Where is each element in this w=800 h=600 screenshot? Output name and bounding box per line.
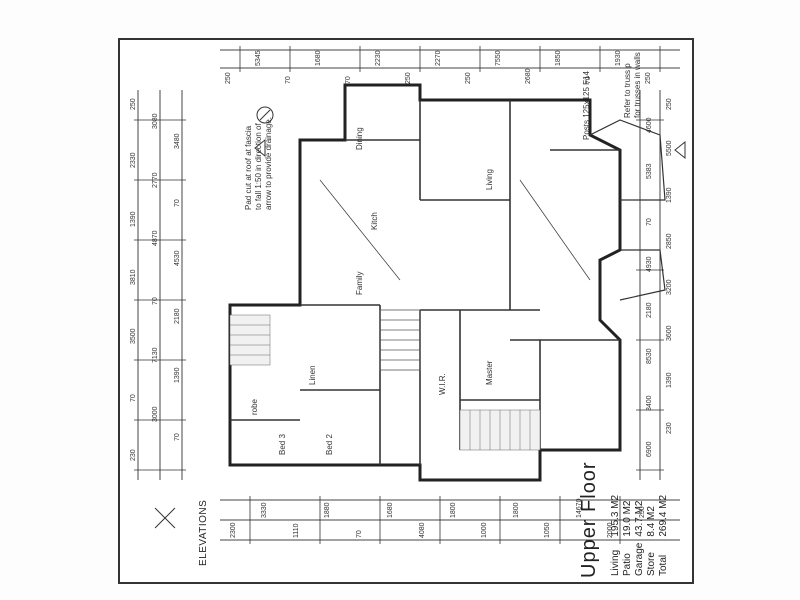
- room-dining: Dining: [355, 127, 364, 150]
- dimension-text: 5500: [666, 140, 673, 157]
- room-robe: robe: [250, 398, 259, 415]
- dimension-text: 5383: [646, 163, 653, 180]
- dimension-text: 3600: [666, 325, 673, 342]
- dimension-text: 3330: [261, 502, 269, 518]
- dimension-text: 6900: [646, 441, 653, 457]
- dimension-text: 2850: [666, 233, 673, 249]
- dimension-text: 70: [152, 296, 159, 305]
- dimension-text: 4080: [418, 522, 426, 538]
- dimension-text: 250: [645, 72, 652, 84]
- dimension-text: 2000: [607, 522, 615, 538]
- dimension-text: 2230: [375, 50, 382, 66]
- dimension-text: 1110: [292, 523, 300, 538]
- elevations-label: ELEVATIONS: [198, 499, 209, 566]
- dimension-text: 3080: [152, 113, 159, 130]
- room-master: Master: [485, 360, 494, 385]
- plan-sheet: Dining Kitch Family Living Master Bed 2 …: [118, 38, 694, 584]
- room-bed-3: Bed 3: [278, 434, 287, 455]
- dimension-text: 1880: [324, 502, 332, 518]
- north-arrow-icon: [256, 106, 274, 124]
- room-family: Family: [355, 271, 364, 295]
- dimension-text: 2680: [525, 68, 532, 84]
- dimension-text: 70: [585, 76, 592, 84]
- dimension-text: 70: [174, 199, 181, 208]
- dimension-text: 1390: [130, 211, 137, 227]
- dimension-text: 1000: [481, 522, 489, 538]
- dimension-text: 2330: [130, 152, 137, 169]
- dimension-text: 250: [638, 506, 646, 518]
- staircase: [379, 309, 421, 371]
- dimension-text: 3000: [152, 406, 159, 422]
- dimension-text: 1680: [315, 50, 322, 66]
- dimension-text: 70: [130, 394, 137, 403]
- dimension-text: 14670: [575, 498, 583, 518]
- dimension-text: 1930: [615, 50, 622, 66]
- dimension-text: 230: [666, 422, 673, 434]
- dimension-text: 70: [345, 76, 352, 84]
- dimension-text: 250: [130, 98, 137, 110]
- dimension-text: 70: [646, 217, 653, 226]
- dimension-text: 70: [174, 433, 181, 442]
- dimension-text: 1390: [666, 371, 673, 388]
- bathroom-tiles: [229, 314, 541, 451]
- living-bay-window: [589, 119, 666, 301]
- dimension-text: 1390: [666, 186, 673, 203]
- room-living: Living: [485, 169, 494, 190]
- dimension-text: 7550: [495, 50, 502, 66]
- dimension-text: 230: [130, 448, 137, 461]
- dimension-text: 2180: [174, 308, 181, 325]
- dimension-text: 250: [225, 72, 232, 84]
- dimension-text: 4870: [152, 230, 159, 247]
- room-kitchen: Kitch: [370, 212, 379, 230]
- dimension-text: 1850: [555, 50, 562, 66]
- dimension-text: 2270: [435, 50, 442, 66]
- dimension-text: 5345: [255, 50, 262, 66]
- sheet-title: Upper Floor: [578, 461, 600, 578]
- dimension-text: 70: [285, 76, 292, 84]
- dimension-text: 1800: [450, 502, 457, 518]
- elevation-key-icon: [154, 507, 176, 529]
- dimension-text: 8530: [646, 348, 653, 365]
- dimension-text: 250: [666, 98, 673, 110]
- dimension-text: 3480: [174, 133, 181, 149]
- dimension-text: 70: [355, 530, 363, 538]
- dimension-text: 1680: [387, 502, 395, 518]
- dimension-text: 3400: [646, 395, 653, 411]
- dimension-text: 3810: [130, 269, 137, 286]
- dimension-text: 4530: [174, 250, 181, 266]
- room-linen: Linen: [308, 365, 317, 385]
- dimension-text: 4930: [646, 256, 653, 272]
- dimension-text: 1390: [174, 367, 181, 383]
- internal-walls: [230, 100, 620, 465]
- truss-note: Refer to truss p for trusses in walls: [623, 52, 642, 118]
- dimension-text: 2180: [646, 302, 653, 319]
- pad-note: Pad cut at roof at fascia to fall 1:50 i…: [244, 117, 273, 210]
- dimension-text: 4600: [646, 117, 653, 134]
- drainage-arrow: [319, 179, 591, 281]
- dimension-text: 3500: [130, 328, 137, 344]
- dimension-text: 2770: [152, 172, 159, 188]
- dimension-text: 250: [405, 72, 412, 84]
- dimension-text: 1800: [512, 502, 520, 518]
- dimension-text: 2300: [230, 522, 237, 538]
- dimension-text: 250: [465, 72, 472, 84]
- room-bed-2: Bed 2: [325, 434, 334, 455]
- room-wir: W.I.R.: [438, 373, 447, 395]
- dimension-text: 7130: [152, 347, 159, 364]
- dimension-text: 1050: [544, 522, 552, 538]
- floor-plan-drawing: [134, 46, 686, 544]
- dimension-text: 3200: [666, 279, 673, 295]
- section-marker-icon: [254, 138, 686, 160]
